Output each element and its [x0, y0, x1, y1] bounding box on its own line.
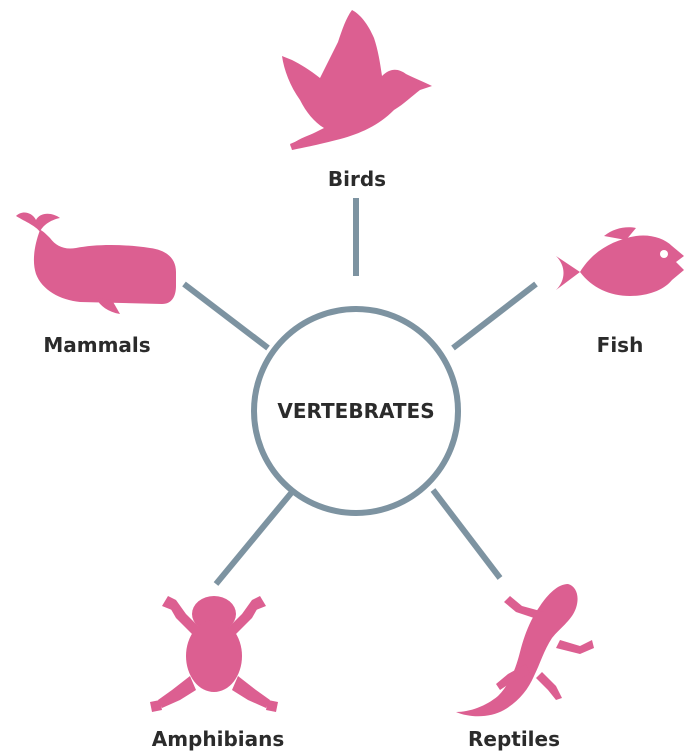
bird-icon: [282, 10, 432, 150]
connector-mammals: [184, 284, 268, 348]
fish-label: Fish: [597, 333, 644, 357]
whale-icon: [16, 213, 176, 314]
birds-label: Birds: [328, 167, 386, 191]
lizard-icon: [456, 584, 594, 716]
center-label: VERTEBRATES: [277, 399, 434, 423]
fish-icon: [556, 227, 684, 296]
reptiles-label: Reptiles: [468, 727, 560, 751]
connector-fish: [453, 284, 536, 348]
mammals-label: Mammals: [43, 333, 150, 357]
frog-icon: [150, 596, 278, 712]
fish-eye: [660, 250, 668, 258]
connector-amphibians: [216, 492, 292, 584]
amphibians-label: Amphibians: [152, 727, 285, 751]
connector-reptiles: [433, 490, 500, 578]
